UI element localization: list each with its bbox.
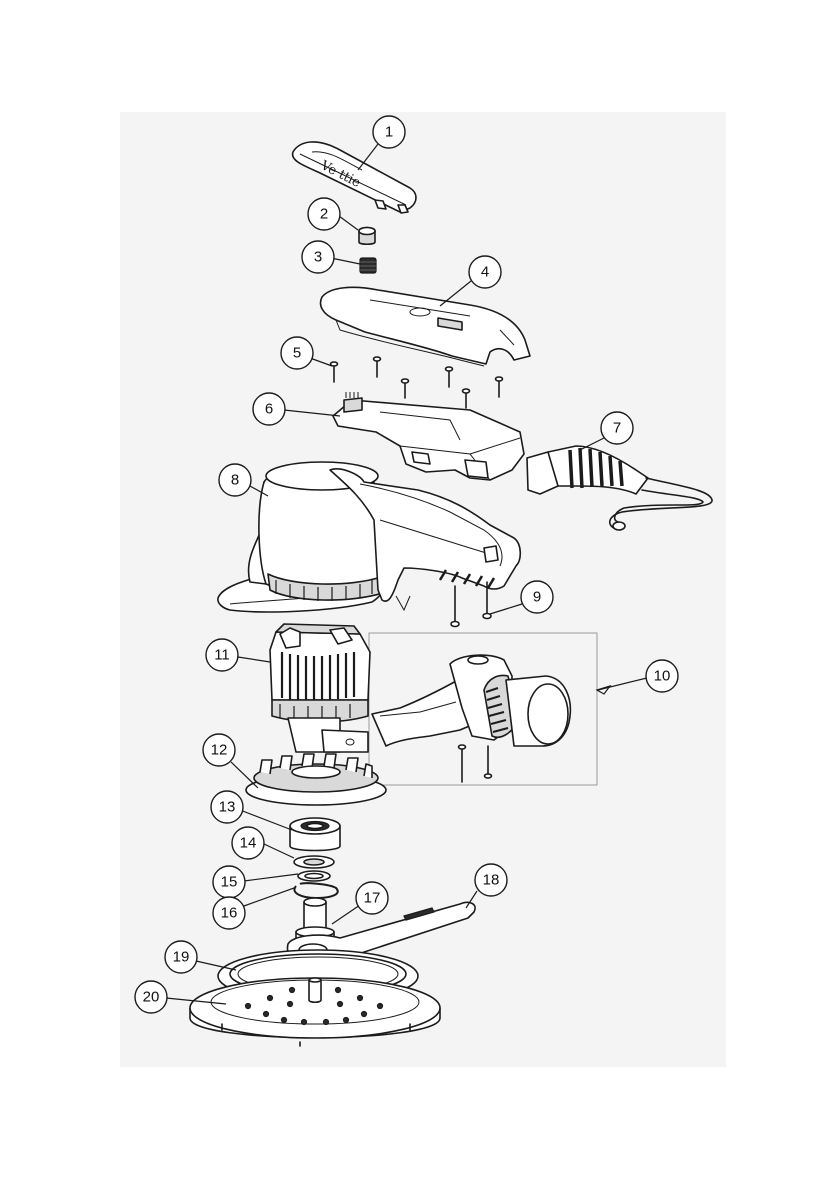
svg-text:2: 2 (320, 206, 328, 223)
part-4-upper-housing (321, 287, 530, 366)
svg-text:3: 3 (314, 249, 322, 266)
callout-1: 1 (373, 116, 405, 148)
svg-text:10: 10 (654, 668, 671, 685)
part-16-circlip (294, 883, 337, 898)
callout-18: 18 (475, 864, 507, 896)
callout-4: 4 (469, 256, 501, 288)
svg-text:16: 16 (221, 905, 238, 922)
part-13-bearing (290, 818, 340, 851)
callout-17: 17 (356, 882, 388, 914)
part-1-top-cover: Ve ttie (293, 142, 416, 213)
part-12-fan (246, 754, 386, 805)
svg-text:11: 11 (214, 647, 230, 664)
svg-text:6: 6 (265, 401, 273, 418)
svg-text:12: 12 (211, 742, 228, 759)
callout-14: 14 (232, 827, 264, 859)
callout-19: 19 (165, 941, 197, 973)
part-14-washer (294, 856, 334, 868)
callout-3: 3 (302, 241, 334, 273)
callout-13: 13 (211, 791, 243, 823)
part-7-power-cord (527, 446, 712, 530)
callout-16: 16 (213, 897, 245, 929)
svg-text:4: 4 (481, 264, 489, 281)
callout-6: 6 (253, 393, 285, 425)
svg-text:15: 15 (221, 874, 238, 891)
part-3-spring (360, 258, 376, 273)
part-15-washer (298, 871, 330, 881)
part-8-main-housing (218, 462, 520, 612)
svg-text:17: 17 (364, 890, 381, 907)
callout-11: 11 (206, 639, 238, 671)
svg-text:8: 8 (231, 472, 239, 489)
part-10-dust-adapter (369, 633, 597, 785)
callout-8: 8 (219, 464, 251, 496)
callout-12: 12 (203, 734, 235, 766)
callout-9: 9 (521, 581, 553, 613)
callout-7: 7 (601, 412, 633, 444)
svg-text:5: 5 (293, 345, 301, 362)
svg-text:13: 13 (219, 799, 236, 816)
part-20-backing-pad (190, 978, 440, 1046)
svg-text:19: 19 (173, 949, 190, 966)
callout-5: 5 (281, 337, 313, 369)
callout-15: 15 (213, 866, 245, 898)
svg-text:18: 18 (483, 872, 500, 889)
svg-text:14: 14 (240, 835, 257, 852)
svg-text:20: 20 (143, 989, 160, 1006)
svg-text:7: 7 (613, 420, 621, 437)
callout-2: 2 (308, 198, 340, 230)
svg-text:1: 1 (385, 124, 393, 141)
svg-text:9: 9 (533, 589, 541, 606)
callout-10: 10 (646, 660, 678, 692)
callout-20: 20 (135, 981, 167, 1013)
part-11-motor (270, 624, 370, 752)
part-2-cap (359, 228, 375, 245)
part-9-screws (451, 582, 491, 627)
